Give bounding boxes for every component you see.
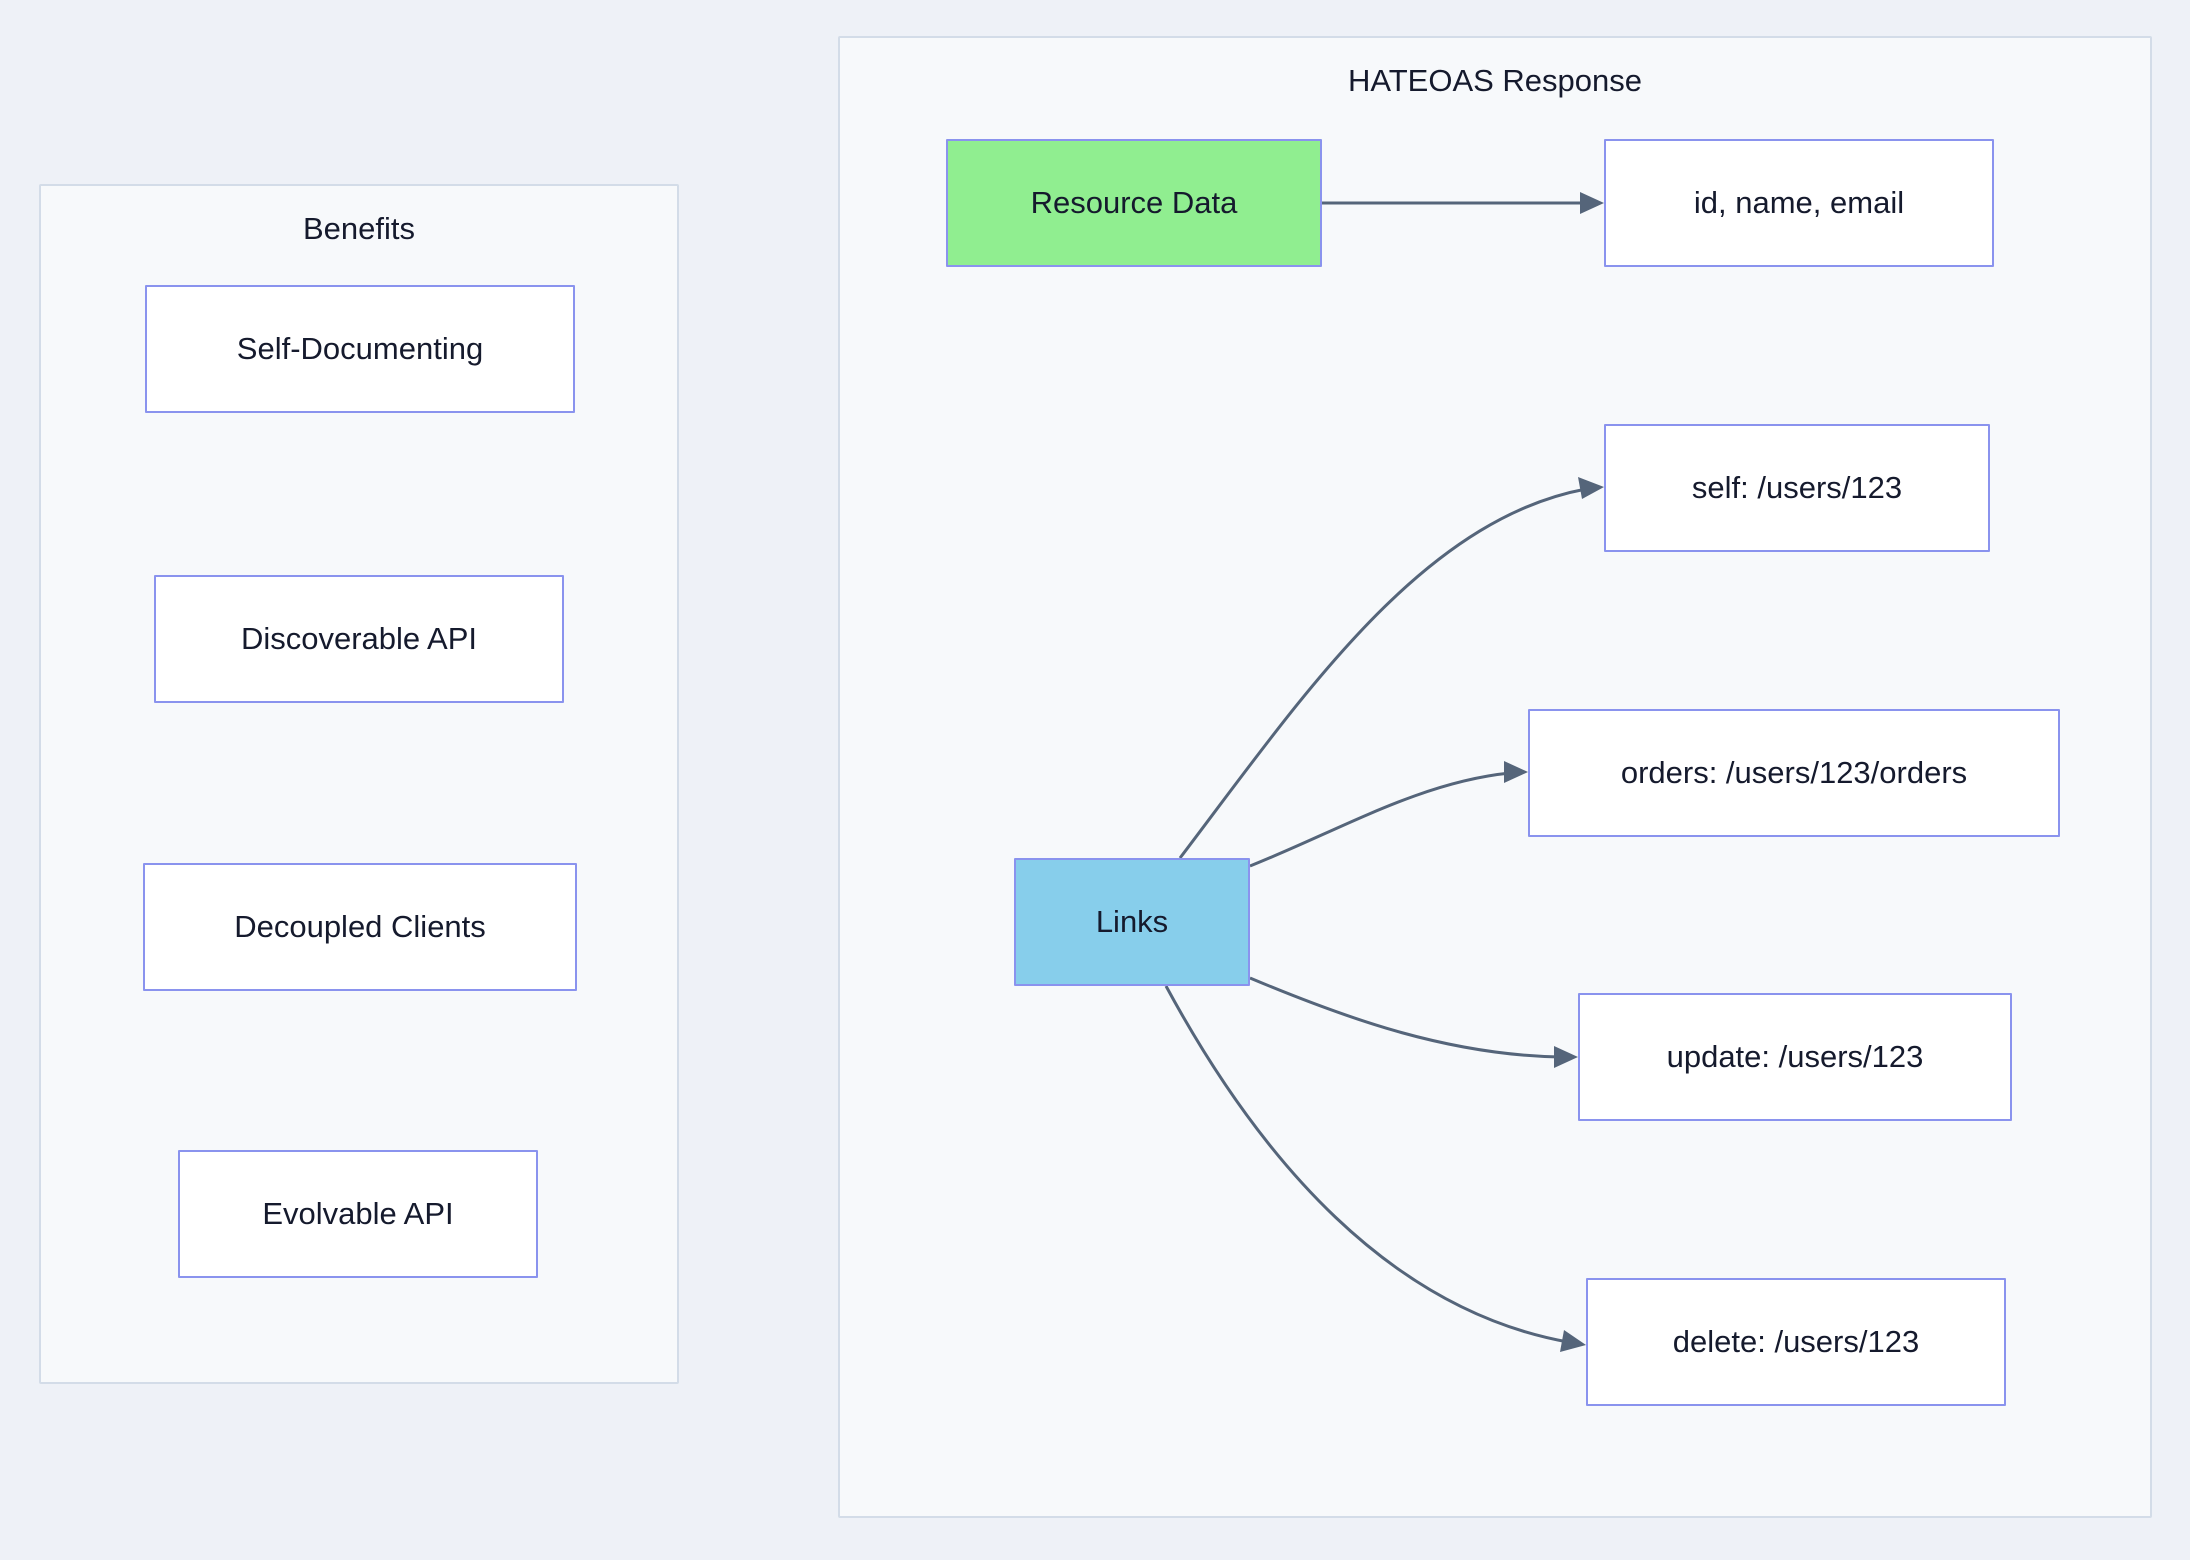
hateoas-panel-title: HATEOAS Response (1347, 63, 1643, 98)
node-label: Self-Documenting (236, 331, 484, 367)
node-label: Discoverable API (240, 621, 478, 657)
node-link-update[interactable]: update: /users/123 (1578, 993, 2012, 1121)
benefits-panel-title: Benefits (302, 211, 415, 246)
node-label: Evolvable API (262, 1196, 454, 1232)
node-label: self: /users/123 (1691, 470, 1903, 506)
node-link-delete[interactable]: delete: /users/123 (1586, 1278, 2006, 1406)
node-evolvable-api[interactable]: Evolvable API (178, 1150, 538, 1278)
node-label: Links (1095, 904, 1169, 940)
node-link-self[interactable]: self: /users/123 (1604, 424, 1990, 552)
node-discoverable-api[interactable]: Discoverable API (154, 575, 564, 703)
node-label: Resource Data (1030, 185, 1238, 221)
node-link-orders[interactable]: orders: /users/123/orders (1528, 709, 2060, 837)
node-label: Decoupled Clients (234, 909, 486, 945)
node-label: delete: /users/123 (1672, 1324, 1920, 1360)
node-decoupled-clients[interactable]: Decoupled Clients (143, 863, 577, 991)
node-resource-data[interactable]: Resource Data (946, 139, 1322, 267)
node-links[interactable]: Links (1014, 858, 1250, 986)
node-label: id, name, email (1693, 185, 1905, 221)
node-label: update: /users/123 (1666, 1039, 1924, 1075)
node-self-documenting[interactable]: Self-Documenting (145, 285, 575, 413)
node-id-name-email[interactable]: id, name, email (1604, 139, 1994, 267)
node-label: orders: /users/123/orders (1620, 755, 1968, 791)
